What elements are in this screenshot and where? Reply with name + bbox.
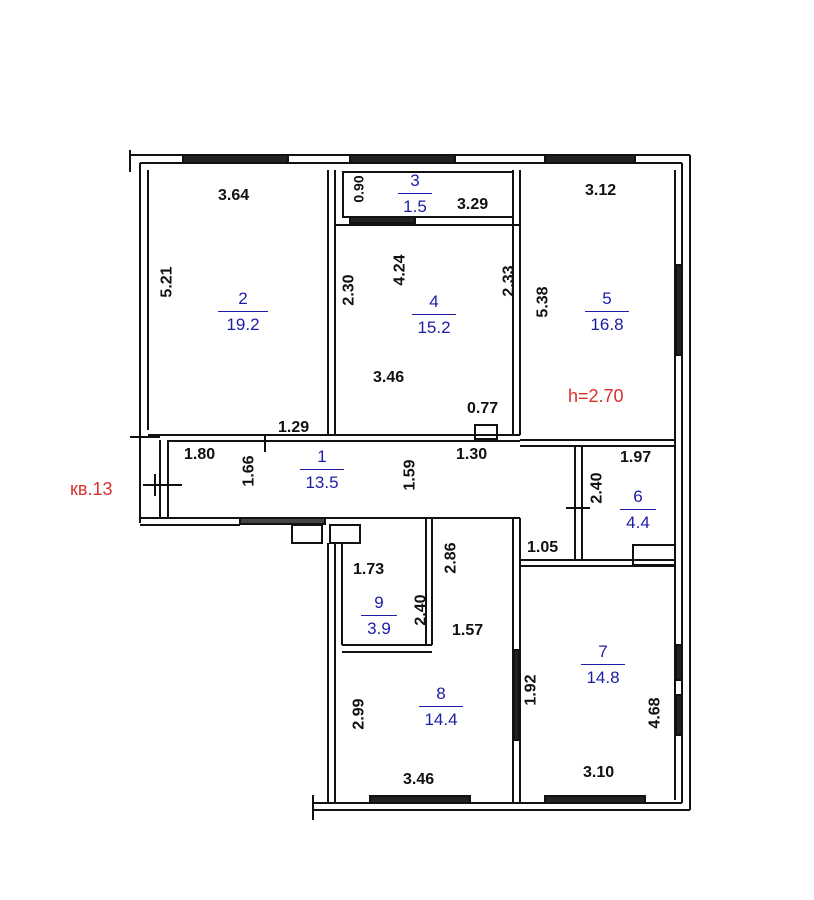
dim-hall-top: 1.29 [278, 419, 310, 436]
apartment-label: кв.13 [70, 479, 113, 499]
dim-room7-width: 3.10 [583, 764, 615, 781]
dim-room8-upper: 2.86 [442, 542, 460, 574]
window-room-3 [349, 154, 456, 164]
dim-room6-height: 2.40 [588, 472, 606, 504]
shaft-a [291, 524, 323, 544]
dim-room5-height: 5.38 [534, 286, 552, 318]
dim-room4-right: 2.33 [500, 265, 518, 297]
dim-room8-height: 2.99 [350, 698, 368, 730]
shaft-c [632, 544, 676, 566]
dim-entry-height: 1.66 [240, 455, 258, 487]
dim-hall-mid: 1.59 [401, 459, 419, 491]
window-room-7-side-b [675, 694, 683, 736]
dim-entry-width: 1.80 [184, 446, 216, 463]
dim-room6-width: 1.97 [620, 449, 652, 466]
dim-room8-width: 3.46 [403, 771, 435, 788]
shaft-b [329, 524, 361, 544]
dim-room8-neck: 1.57 [452, 622, 484, 639]
dim-room9-height: 2.40 [412, 594, 430, 626]
ceiling-height-label: h=2.70 [568, 386, 624, 406]
window-room-8 [369, 795, 471, 804]
window-room-5-side [675, 264, 683, 356]
window-room-5 [544, 154, 636, 164]
niche-0.77 [474, 424, 498, 440]
dim-room7-right: 4.68 [646, 697, 664, 729]
dim-room4-width: 3.46 [373, 369, 405, 386]
dim-room3-width: 3.29 [457, 196, 489, 213]
dim-room2-height: 5.21 [158, 266, 176, 298]
dim-room4-diag: 4.24 [391, 254, 409, 286]
dim-room9-width: 1.73 [353, 561, 385, 578]
dim-room7-left: 1.92 [522, 674, 540, 706]
window-room-2 [182, 154, 289, 164]
dim-hall-corridor: 1.30 [456, 446, 488, 463]
window-room-7-side-a [675, 644, 683, 681]
window-room-7 [544, 795, 646, 804]
dim-room4-left: 2.30 [340, 274, 358, 306]
dim-room2-width: 3.64 [218, 187, 250, 204]
dim-room3-height: 0.90 [350, 175, 367, 203]
dim-hall-end: 1.05 [527, 539, 559, 556]
dim-niche: 0.77 [467, 400, 499, 417]
dim-room5-width: 3.12 [585, 182, 617, 199]
